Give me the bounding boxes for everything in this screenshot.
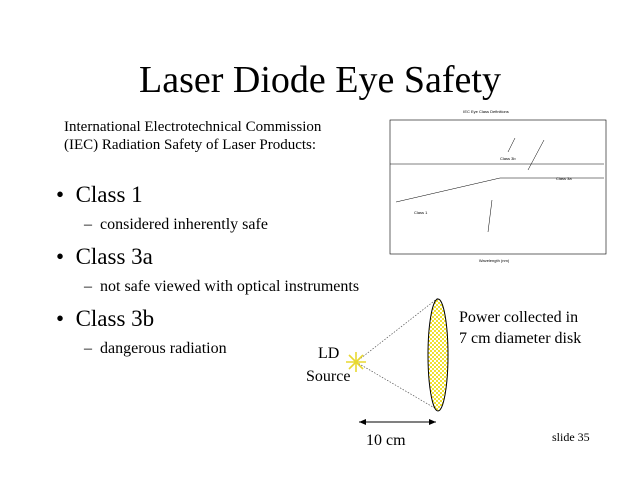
- power-label-line-2: 7 cm diameter disk: [459, 330, 582, 347]
- chart-boundary-3: [487, 199, 493, 233]
- legend-class-3a: Class 3a: [556, 176, 572, 181]
- source-label-line-2: Source: [306, 368, 351, 385]
- slide-number: slide 35: [552, 430, 590, 444]
- chart-title: IEC Eye Class Definitions: [463, 109, 509, 114]
- bullet-class-3a: • Class 3a: [56, 244, 153, 269]
- detail-class-3a: – not safe viewed with optical instrumen…: [84, 278, 360, 295]
- detail-class-1-text: considered inherently safe: [100, 216, 268, 233]
- bullet-class-1: • Class 1: [56, 182, 143, 207]
- chart-series-class-3a-line: [395, 177, 501, 203]
- beam-lower-ray: [355, 361, 439, 411]
- chart-frame: [389, 119, 607, 255]
- power-label-line-1: Power collected in: [459, 309, 579, 326]
- chart-boundary-2: [527, 139, 545, 171]
- class-chart: IEC Eye Class Definitions Class 3b Class…: [389, 109, 607, 263]
- ld-source-star: [346, 352, 366, 372]
- detail-class-3b-text: dangerous radiation: [100, 340, 227, 357]
- detail-class-1: – considered inherently safe: [84, 216, 268, 233]
- detail-class-3b: – dangerous radiation: [84, 340, 227, 357]
- bullet-class-3a-label: Class 3a: [75, 244, 153, 269]
- distance-label: 10 cm: [366, 432, 406, 449]
- subtitle-line-1: International Electrotechnical Commissio…: [64, 119, 322, 135]
- legend-class-3b: Class 3b: [500, 156, 516, 161]
- distance-arrow: [359, 419, 436, 425]
- legend-class-1: Class 1: [414, 210, 428, 215]
- subtitle-line-2: (IEC) Radiation Safety of Laser Products…: [64, 137, 317, 153]
- source-label-line-1: LD: [318, 345, 340, 362]
- detail-class-3a-text: not safe viewed with optical instruments: [100, 278, 360, 295]
- bullet-class-3b-label: Class 3b: [75, 306, 155, 331]
- bullet-class-3b: • Class 3b: [56, 306, 155, 331]
- beam-upper-ray: [355, 297, 439, 363]
- collection-disk: [427, 298, 449, 412]
- slide-title: Laser Diode Eye Safety: [139, 59, 501, 101]
- chart-boundary-1: [507, 137, 516, 153]
- bullet-class-1-label: Class 1: [75, 182, 143, 207]
- chart-x-label: Wavelength (nm): [479, 258, 510, 263]
- beam-diagram: [346, 297, 449, 425]
